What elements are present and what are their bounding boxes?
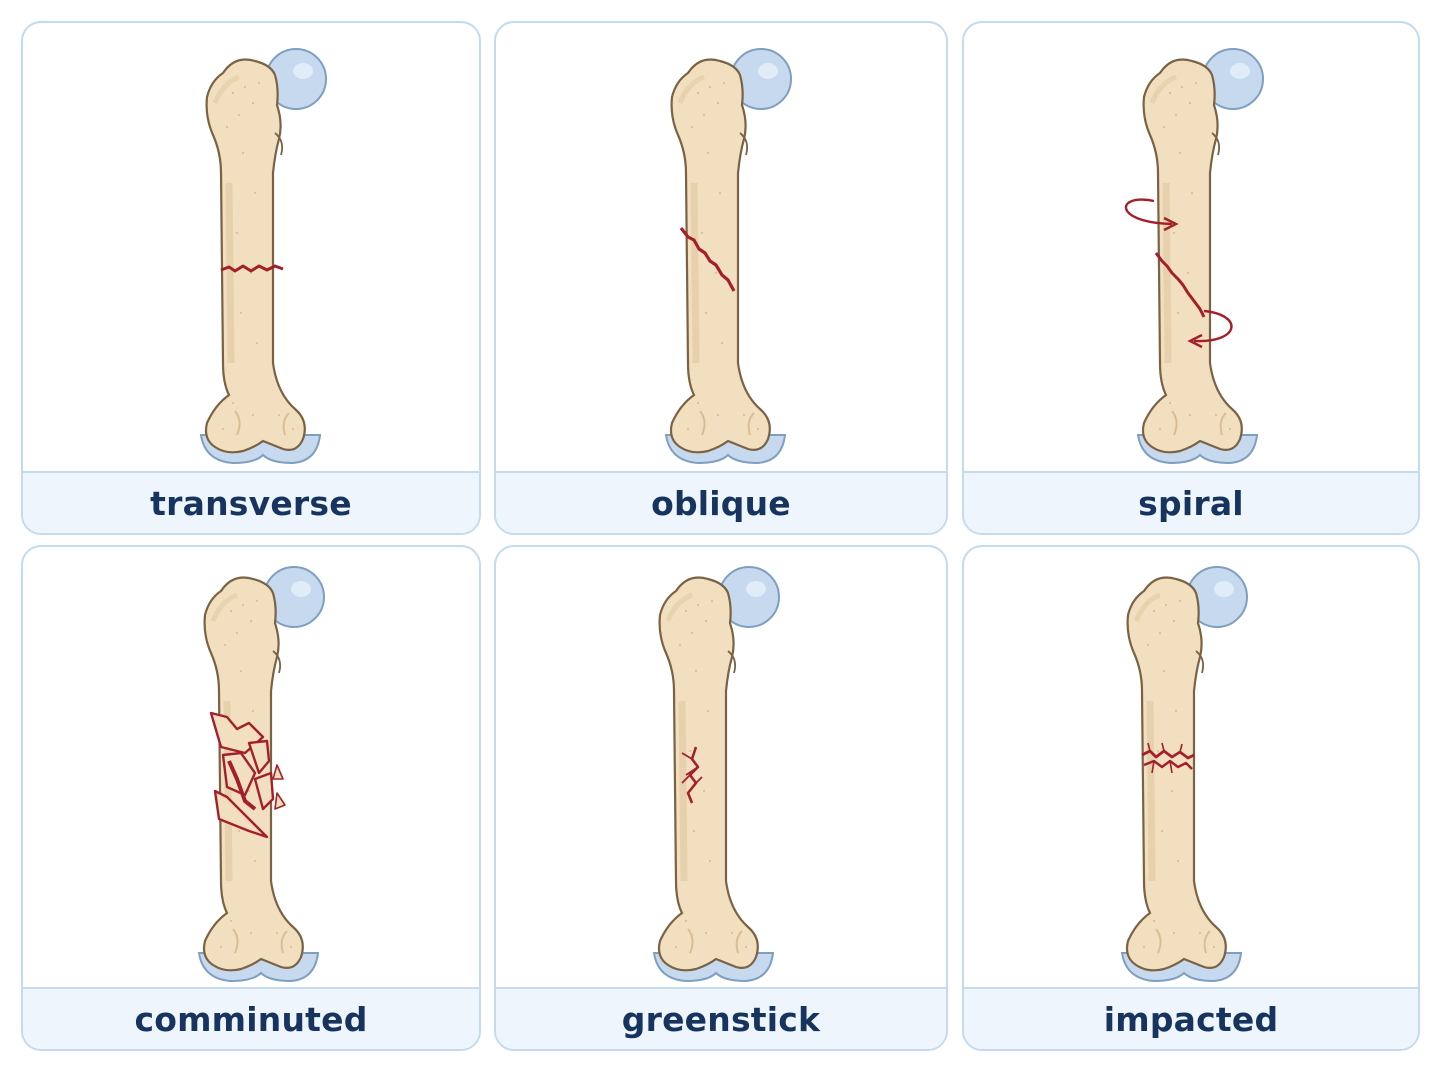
panel-spiral: spiral <box>962 21 1420 535</box>
panel-label: comminuted <box>23 987 479 1049</box>
panel-greenstick: greenstick <box>494 545 948 1051</box>
greenstick-fracture-illustration <box>496 547 946 989</box>
panel-transverse: transverse <box>21 21 481 535</box>
oblique-fracture-illustration <box>496 23 946 473</box>
comminuted-fracture-illustration <box>23 547 479 989</box>
spiral-fracture-illustration <box>964 23 1418 473</box>
panel-oblique: oblique <box>494 21 948 535</box>
impacted-fracture-illustration <box>964 547 1418 989</box>
transverse-fracture-illustration <box>23 23 479 473</box>
panel-comminuted: comminuted <box>21 545 481 1051</box>
panel-label: transverse <box>23 471 479 533</box>
panel-label: impacted <box>964 987 1418 1049</box>
panel-label: spiral <box>964 471 1418 533</box>
panel-label: oblique <box>496 471 946 533</box>
panel-label: greenstick <box>496 987 946 1049</box>
panel-impacted: impacted <box>962 545 1420 1051</box>
